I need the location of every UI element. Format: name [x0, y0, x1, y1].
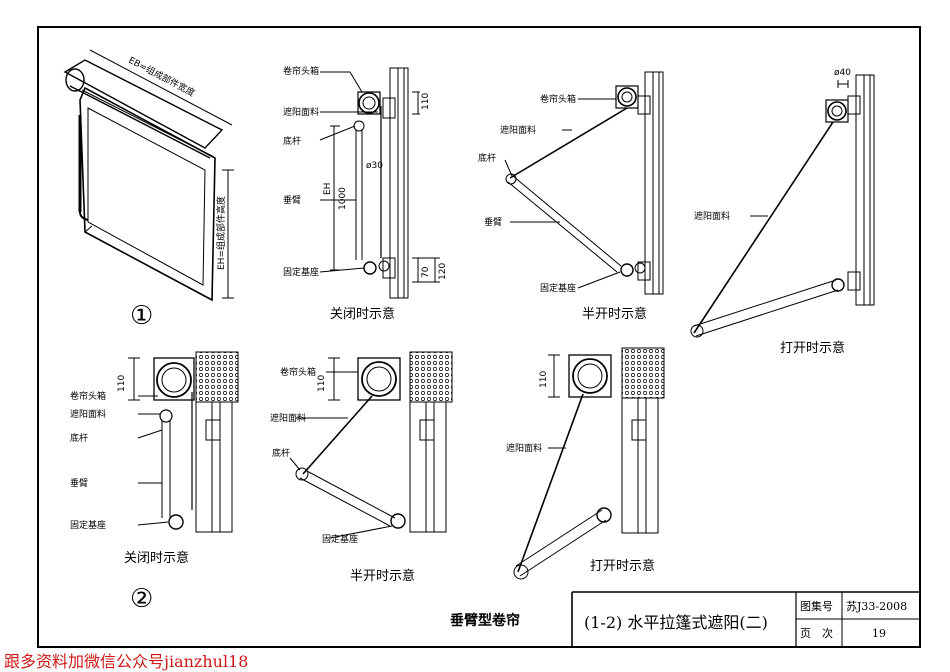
v1c-caption: 关闭时示意 — [330, 306, 395, 322]
iso-eb-label: EB=组成部件宽度 — [127, 54, 197, 99]
v1o-caption: 打开时示意 — [780, 340, 845, 356]
v1o-phi40: ø40 — [834, 68, 851, 78]
v2h-caption: 半开时示意 — [350, 568, 415, 584]
v1c-box-label: 卷帘头箱 — [283, 65, 319, 77]
v2c-bar-label: 底杆 — [70, 432, 88, 444]
drawing-title: (1-2) 水平拉篷式遮阳(二) — [584, 613, 768, 632]
title-block — [571, 591, 920, 647]
v1c-phi30: ø30 — [366, 161, 383, 171]
watermark-text: 跟多资料加微信公众号jianzhul18 — [4, 652, 249, 671]
v2c-box-label: 卷帘头箱 — [70, 390, 106, 402]
v1h-caption: 半开时示意 — [582, 306, 647, 322]
view1-open-drawing — [690, 74, 875, 338]
v1h-bar-label: 底杆 — [478, 152, 496, 164]
v2o-caption: 打开时示意 — [590, 558, 655, 574]
sheet-frame — [37, 26, 921, 648]
v2c-fabric-label: 遮阳面料 — [70, 408, 106, 420]
v2c-dim110: 110 — [117, 375, 127, 392]
v1c-eh: EH — [323, 183, 333, 195]
marker-1: ① — [130, 301, 153, 331]
view2-closed-drawing — [128, 351, 239, 533]
v1h-box-label: 卷帘头箱 — [540, 93, 576, 105]
iso-view — [63, 49, 234, 302]
v2h-box-label: 卷帘头箱 — [280, 366, 316, 378]
v2c-base-label: 固定基座 — [70, 519, 106, 531]
v2h-dim110: 110 — [317, 375, 327, 392]
v2o-fabric-label: 遮阳面料 — [506, 442, 542, 454]
atlas-label: 图集号 — [800, 599, 833, 613]
atlas-value: 苏J33-2008 — [846, 600, 907, 613]
v2h-bar-label: 底杆 — [272, 447, 290, 459]
view2-half-drawing — [289, 351, 453, 539]
v2c-arm-label: 垂臂 — [70, 477, 88, 489]
view1-closed-drawing — [319, 67, 440, 299]
v1c-fabric-label: 遮阳面料 — [283, 106, 319, 118]
v2c-caption: 关闭时示意 — [124, 550, 189, 566]
iso-eh-label: EH=组成部件高度 — [215, 196, 227, 270]
category-label: 垂臂型卷帘 — [450, 612, 520, 629]
v1c-dim110: 110 — [421, 93, 431, 110]
v1c-base-label: 固定基座 — [283, 266, 319, 278]
v1c-dim1000: 1000 — [338, 187, 348, 210]
v2h-base-label: 固定基座 — [322, 533, 358, 545]
view2-open-drawing — [513, 347, 665, 580]
view1-half-drawing — [504, 71, 664, 295]
v1h-base-label: 固定基座 — [540, 282, 576, 294]
v1c-arm-label: 垂臂 — [283, 194, 301, 206]
v1h-arm-label: 垂臂 — [484, 216, 502, 228]
page-value: 19 — [872, 627, 886, 640]
v2h-fabric-label: 遮阳面料 — [270, 412, 306, 424]
marker-2: ② — [130, 584, 153, 614]
v1c-dim120: 120 — [438, 263, 448, 280]
v1c-dim70: 70 — [421, 266, 431, 278]
v1h-fabric-label: 遮阳面料 — [500, 124, 536, 136]
v1c-bar-label: 底杆 — [283, 135, 301, 147]
v2o-dim110: 110 — [539, 371, 549, 388]
v1o-fabric-label: 遮阳面料 — [694, 210, 730, 222]
page-label: 页 次 — [800, 626, 833, 640]
